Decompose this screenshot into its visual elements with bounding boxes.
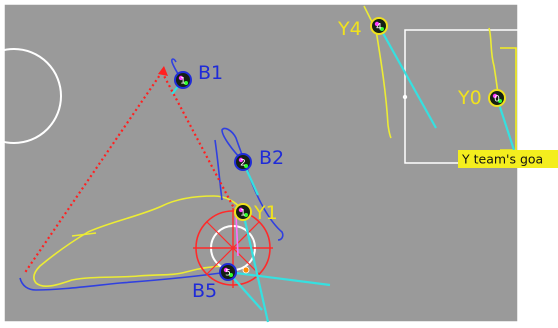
player-y4-marker[interactable]: 4 xyxy=(370,17,388,35)
svg-text:1: 1 xyxy=(180,77,186,87)
b5-velocity xyxy=(227,270,331,287)
center-circle-arc xyxy=(0,48,62,144)
ball-icon xyxy=(242,266,250,274)
player-y1-label: Y1 xyxy=(253,202,278,224)
y4-trail xyxy=(363,5,392,139)
player-b2-label: B2 xyxy=(259,147,284,169)
goal-label-text: Y team's goa xyxy=(461,152,543,167)
target-zone-icon xyxy=(193,208,273,288)
svg-text:5: 5 xyxy=(225,269,231,279)
y1-trail-short xyxy=(71,232,97,237)
svg-text:2: 2 xyxy=(240,159,246,169)
pass-lines xyxy=(23,71,237,275)
player-b5-label: B5 xyxy=(192,280,217,302)
pass-b1-to-b5 xyxy=(23,71,163,275)
player-y0-marker[interactable]: 0 xyxy=(488,89,506,107)
goal-label-badge xyxy=(458,150,558,168)
y4-velocity xyxy=(378,25,437,129)
player-y1-marker[interactable]: 1 xyxy=(234,203,252,221)
y0-velocity xyxy=(495,97,516,151)
penalty-spot xyxy=(402,94,408,100)
pass-arrowhead xyxy=(158,66,168,76)
player-b5-marker[interactable]: 5 xyxy=(219,263,237,281)
player-y4-label: Y4 xyxy=(337,18,362,40)
svg-text:4: 4 xyxy=(376,23,382,33)
player-b1-marker[interactable]: 1 xyxy=(174,71,192,89)
player-b2-marker[interactable]: 2 xyxy=(234,153,252,171)
robot-marker-icon: 1 2 5 1 xyxy=(174,17,506,281)
player-b1-label: B1 xyxy=(198,62,223,84)
svg-text:0: 0 xyxy=(494,95,500,105)
y-trails xyxy=(33,5,499,287)
y1-velocity xyxy=(241,211,270,323)
svg-text:1: 1 xyxy=(240,209,246,219)
y1-trail xyxy=(33,195,243,287)
pass-b1-to-y1 xyxy=(161,71,237,213)
player-y0-label: Y0 xyxy=(457,87,482,109)
y1-pink-vector xyxy=(235,213,239,257)
b5-trail xyxy=(19,271,229,291)
b-arc-upper xyxy=(214,139,223,201)
y0-trail xyxy=(488,27,499,95)
